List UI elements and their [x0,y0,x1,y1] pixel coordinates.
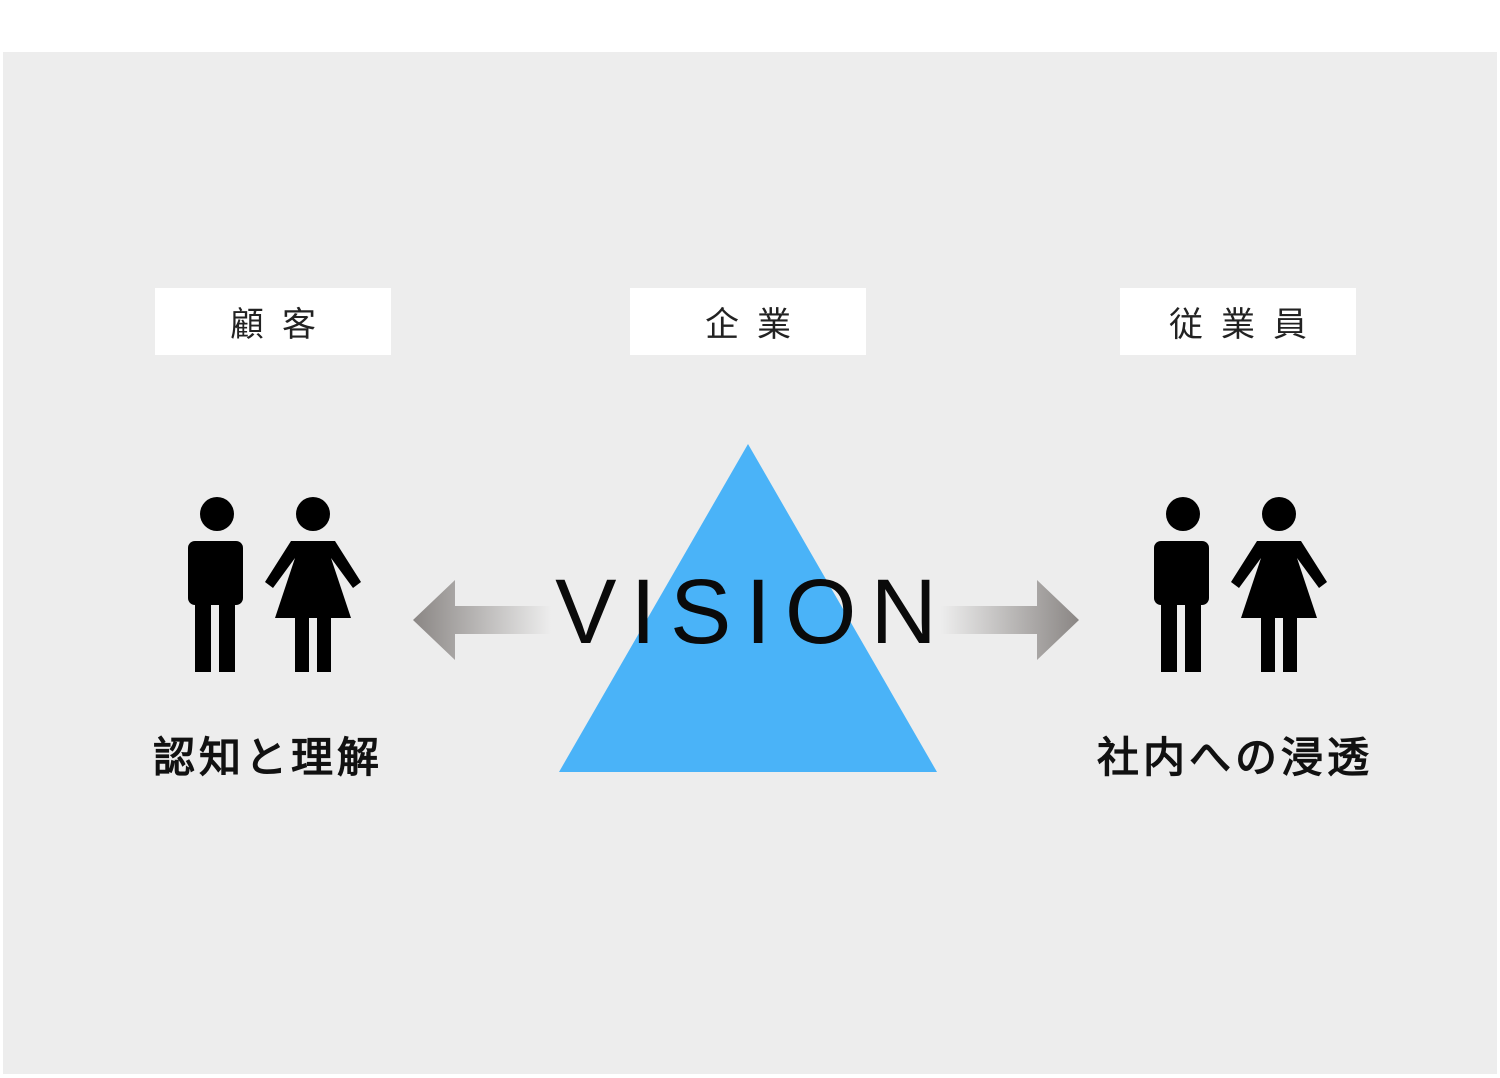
arrow-left-shape [413,580,551,660]
woman-icon [1231,497,1327,672]
arrow-right-shape [941,580,1079,660]
caption-right: 社内への浸透 [1096,733,1373,782]
arrow-right-icon [941,580,1079,660]
man-icon [1154,497,1209,672]
label-company: 企業 [630,288,866,355]
label-customers: 顧客 [155,288,391,355]
vision-triangle [559,444,937,772]
arrow-left-icon [413,580,551,660]
man-woman-icon [188,497,361,672]
woman-icon [265,497,361,672]
label-employees-text: 従業員 [1169,305,1325,345]
vision-word: VISION [555,561,951,663]
label-customers-text: 顧客 [230,305,334,345]
label-employees: 従業員 [1120,288,1356,355]
label-company-text: 企業 [705,305,809,345]
caption-left: 認知と理解 [152,733,383,782]
diagram-canvas: 顧客 企業 従業員 VISION [3,52,1497,1074]
triangle-shape [559,444,937,772]
man-icon [188,497,243,672]
man-woman-icon [1154,497,1327,672]
